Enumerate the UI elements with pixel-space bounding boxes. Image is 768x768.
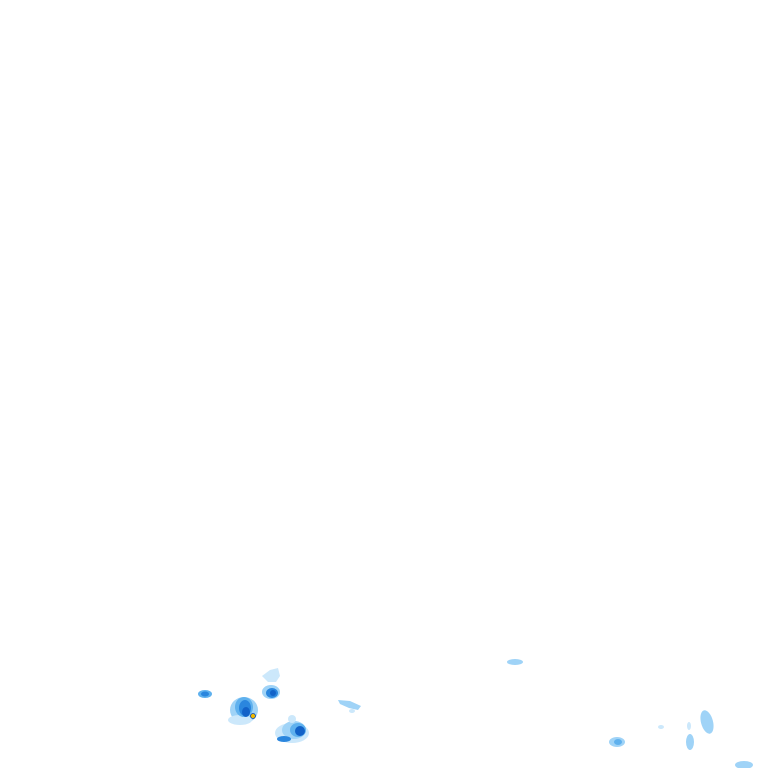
- rain-cell-north-mid: [507, 659, 523, 665]
- rain-cell-east-1: [609, 737, 625, 747]
- rain-cell-east-3: [700, 710, 714, 734]
- rain-cell-west-small: [198, 690, 212, 698]
- rain-cell-center-south: [275, 715, 309, 743]
- storm-core-marker: [250, 713, 256, 719]
- rain-cell-streak-mid: [338, 700, 361, 713]
- rain-cell-center-north: [262, 668, 280, 699]
- rain-cell-east-4: [735, 761, 753, 768]
- rain-cell-main: [228, 697, 258, 725]
- rain-cell-east-2: [658, 722, 694, 750]
